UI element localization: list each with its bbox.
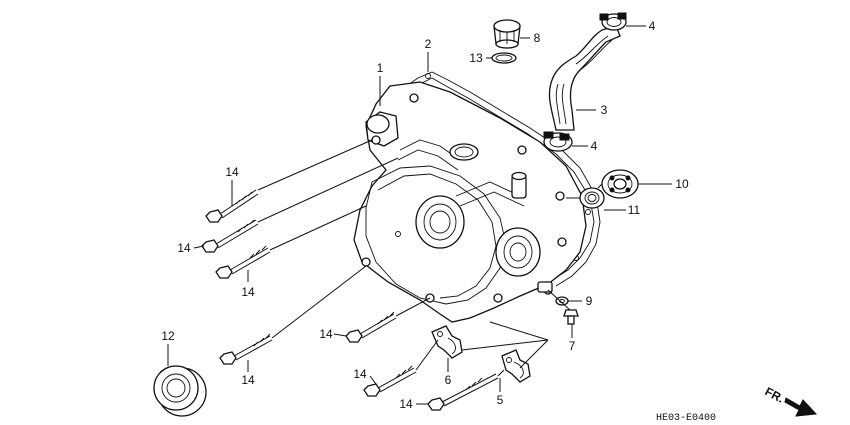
callout-14-e: 14 <box>241 373 255 387</box>
bolt-g <box>427 373 499 411</box>
bolt-d <box>219 333 273 365</box>
callout-6: 6 <box>445 373 452 387</box>
callout-14-b: 14 <box>177 241 191 255</box>
oil-seal-small <box>579 187 605 209</box>
crankcase-cover <box>353 81 587 323</box>
bolt-a <box>205 189 259 223</box>
callout-8: 8 <box>534 31 541 45</box>
callout-4-top: 4 <box>649 19 656 33</box>
callout-9: 9 <box>586 294 593 308</box>
callout-lines <box>167 25 672 405</box>
drain-bolt <box>563 309 579 325</box>
bolt-f <box>363 365 417 397</box>
callout-1: 1 <box>377 61 384 75</box>
callouts: 1 2 3 4 4 5 6 7 8 9 10 11 12 13 14 14 14… <box>161 19 689 411</box>
bolt-e <box>345 311 397 343</box>
hose-clamp-bracket <box>501 349 531 383</box>
callout-14-a: 14 <box>225 165 239 179</box>
front-direction-arrow: FR. <box>763 384 818 417</box>
bolt-group <box>201 189 499 411</box>
callout-14-f: 14 <box>353 367 367 381</box>
callout-14-g: 14 <box>399 397 413 411</box>
bolt-c <box>215 245 271 279</box>
bolt-b <box>201 219 259 253</box>
hose-clamp-bottom <box>543 131 573 152</box>
callout-14-c: 14 <box>241 285 255 299</box>
cable-guide-bracket <box>431 325 463 359</box>
leader-lines <box>257 139 603 377</box>
callout-5: 5 <box>497 393 504 407</box>
callout-11: 11 <box>628 203 641 217</box>
callout-7: 7 <box>569 339 576 353</box>
o-ring <box>491 52 517 64</box>
callout-14-d: 14 <box>319 327 333 341</box>
diagram-code: HE03-E0400 <box>656 413 716 424</box>
oil-seal-large <box>153 365 207 417</box>
sealing-washer <box>555 296 569 306</box>
callout-3: 3 <box>601 103 608 117</box>
water-hose <box>548 25 621 131</box>
ball-bearing <box>601 169 639 199</box>
callout-10: 10 <box>675 177 689 191</box>
hose-clamp-top <box>599 12 627 31</box>
direction-label: FR. <box>763 384 787 405</box>
filler-cap <box>493 19 521 49</box>
callout-2: 2 <box>425 37 432 51</box>
callout-4-bottom: 4 <box>591 139 598 153</box>
callout-12: 12 <box>161 329 175 343</box>
callout-13: 13 <box>469 51 483 65</box>
